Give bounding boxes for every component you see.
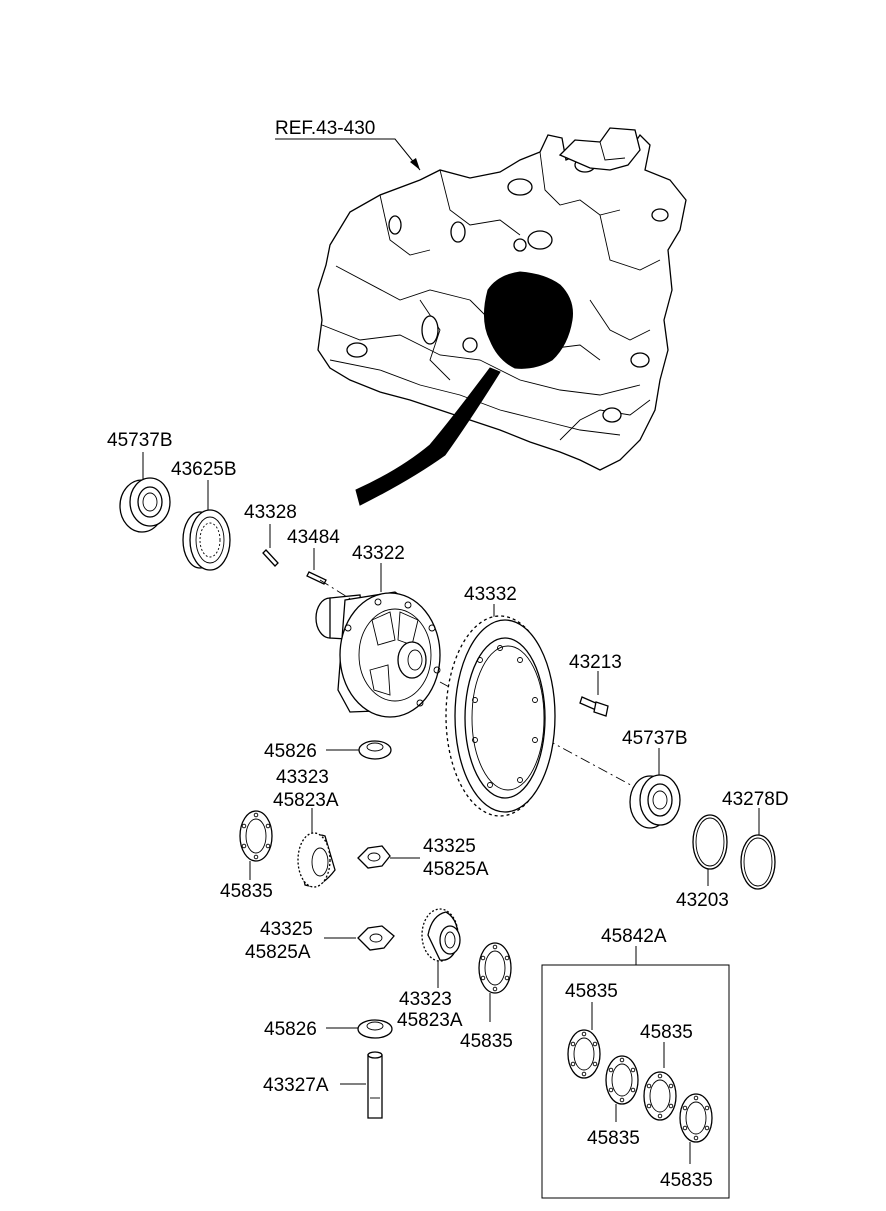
pinion-gear-top: [357, 845, 420, 869]
label-bearing-left: 45737B: [107, 430, 173, 451]
label-washer-bottom: 45826: [264, 1019, 317, 1040]
pin-43328: [262, 524, 279, 567]
label-pinion-shaft: 43327A: [263, 1075, 329, 1096]
label-bolt: 43213: [569, 652, 622, 673]
label-kit-shim-1: 45835: [565, 981, 618, 1002]
washer-45826-bottom: [326, 1019, 393, 1039]
label-snap-43278d: 43278D: [722, 789, 789, 810]
shim-kit-box: [541, 946, 730, 1199]
reference-leader: [275, 138, 421, 171]
label-side-gear-bottom-1: 43323: [399, 989, 452, 1010]
side-gear-top: [297, 808, 336, 888]
label-side-gear-top-1: 43323: [276, 767, 329, 788]
speedo-gear-43625b: [182, 480, 231, 571]
pin-43484: [306, 548, 327, 585]
washer-45826-top: [326, 740, 392, 760]
label-ring-gear: 43332: [464, 584, 517, 605]
label-pinion-bottom-1: 43325: [260, 919, 313, 940]
label-diff-case: 43322: [352, 543, 405, 564]
label-washer-top: 45826: [264, 741, 317, 762]
bearing-45737b-right: [629, 748, 681, 829]
shim-45835-left: [239, 810, 273, 880]
label-kit-shim-4: 45835: [660, 1170, 713, 1191]
label-snap-43203: 43203: [676, 890, 729, 911]
label-shim-left: 45835: [220, 881, 273, 902]
label-speedo-gear: 43625B: [171, 459, 237, 480]
label-kit-shim-2: 45835: [587, 1128, 640, 1149]
shim-45835-mid: [478, 942, 512, 1022]
label-kit-shim-3: 45835: [640, 1022, 693, 1043]
pinion-shaft-43327a: [340, 1051, 383, 1119]
kit-shim-3: [643, 1042, 677, 1121]
label-pinion-top-1: 43325: [423, 836, 476, 857]
label-pin-43484: 43484: [287, 527, 340, 548]
differential-case-43322: [315, 563, 641, 791]
label-bearing-right: 45737B: [622, 728, 688, 749]
label-pinion-bottom-2: 45825A: [245, 942, 311, 963]
kit-shim-1: [567, 1002, 601, 1079]
label-shim-mid: 45835: [460, 1031, 513, 1052]
side-gear-bottom: [421, 908, 461, 988]
pinion-gear-bottom: [324, 925, 395, 951]
kit-shim-2: [605, 1055, 639, 1122]
label-side-gear-top-2: 45823A: [273, 790, 339, 811]
kit-shim-4: [679, 1093, 713, 1164]
transaxle-housing-drawing: [317, 127, 687, 506]
bolt-43213: [579, 671, 609, 717]
snap-ring-43203: [692, 814, 728, 886]
bearing-45737b-left: [119, 452, 171, 533]
label-side-gear-bottom-2: 45823A: [397, 1010, 463, 1031]
ring-gear-43332: [445, 604, 556, 817]
label-pin-43328: 43328: [244, 502, 297, 523]
reference-label: REF.43-430: [275, 118, 375, 139]
label-shim-kit: 45842A: [601, 926, 667, 947]
label-pinion-top-2: 45825A: [423, 859, 489, 880]
snap-ring-43278d: [740, 808, 776, 890]
